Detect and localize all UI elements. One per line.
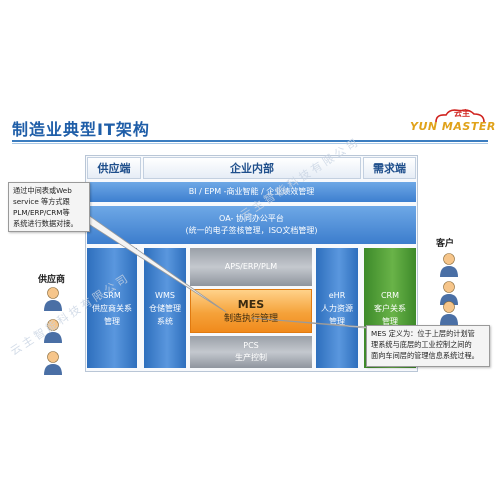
mes-l1: MES xyxy=(237,298,265,311)
left-callout-line: service 等方式跟 xyxy=(13,197,70,206)
supplier-person-icon xyxy=(44,319,62,343)
srm-l3: 管理 xyxy=(104,316,120,326)
oa-platform-band: OA- 协同办公平台 (统一的电子签核管理，ISO文档管理) xyxy=(87,206,416,244)
right-callout-line: 理系统与底层的工业控制之间的 xyxy=(371,340,472,349)
ehr-l2: 人力资源 xyxy=(321,303,353,313)
wms-box: WMS 仓储管理 系统 xyxy=(144,248,186,368)
right-callout-pointer xyxy=(251,317,381,329)
srm-l2: 供应商关系 xyxy=(92,303,132,313)
crm-l1: CRM xyxy=(380,290,400,300)
aps-erp-plm-box: APS/ERP/PLM xyxy=(190,248,312,286)
crm-l2: 客户关系 xyxy=(374,303,406,313)
left-callout-line: 系统进行数据对接。 xyxy=(13,219,78,228)
ehr-l1: eHR xyxy=(328,290,346,300)
bi-epm-band: BI / EPM -商业智能 / 企业绩效管理 xyxy=(87,182,416,202)
right-callout: MES 定义为：位于上层的计划管 理系统与底层的工业控制之间的 面向车间层的管理… xyxy=(366,325,490,367)
supplier-label: 供应商 xyxy=(38,275,66,285)
pcs-l2: 生产控制 xyxy=(235,353,267,362)
left-callout-line: 通过中间表或Web xyxy=(13,186,72,195)
oa-line1: OA- 协同办公平台 xyxy=(219,214,284,223)
logo-top-text: 云主 xyxy=(454,109,470,118)
pcs-l1: PCS xyxy=(243,341,259,350)
pcs-box: PCS 生产控制 xyxy=(190,336,312,368)
title-divider-thin xyxy=(12,143,488,144)
aps-label: APS/ERP/PLM xyxy=(224,262,278,271)
ehr-l3: 管理 xyxy=(329,316,345,326)
page-title: 制造业典型IT架构 xyxy=(12,120,150,139)
wms-l2: 仓储管理 xyxy=(149,303,181,313)
supplier-person-icon xyxy=(44,287,62,311)
mes-box: MES 制造执行管理 xyxy=(190,289,312,333)
ehr-box: eHR 人力资源 管理 xyxy=(316,248,358,368)
mes-l2: 制造执行管理 xyxy=(223,314,278,324)
header-demand: 需求端 xyxy=(363,157,416,179)
wms-l3: 系统 xyxy=(157,316,173,326)
customer-person-icon xyxy=(440,301,458,325)
srm-box: SRM 供应商关系 管理 xyxy=(87,248,137,368)
wms-l1: WMS xyxy=(155,290,175,300)
title-divider xyxy=(12,140,488,142)
customer-person-icon xyxy=(440,253,458,277)
logo-wordmark: YUN MASTER xyxy=(410,120,496,133)
bi-label: BI / EPM -商业智能 / 企业绩效管理 xyxy=(188,187,315,196)
left-callout: 通过中间表或Web service 等方式跟 PLM/ERP/CRM等 系统进行… xyxy=(8,182,90,232)
header-supply: 供应端 xyxy=(87,157,141,179)
oa-line2: (统一的电子签核管理，ISO文档管理) xyxy=(185,226,318,235)
right-callout-line: 面向车间层的管理信息系统过程。 xyxy=(371,351,479,360)
customer-label: 客户 xyxy=(436,239,455,249)
srm-l1: SRM xyxy=(103,290,121,300)
cloud-logo-icon xyxy=(435,109,485,123)
crm-l3: 管理 xyxy=(382,316,398,326)
supplier-person-icon xyxy=(44,351,62,375)
left-callout-line: PLM/ERP/CRM等 xyxy=(13,208,70,217)
right-callout-line: MES 定义为：位于上层的计划管 xyxy=(371,329,475,338)
header-internal: 企业内部 xyxy=(143,157,361,179)
customer-person-icon xyxy=(440,281,458,305)
